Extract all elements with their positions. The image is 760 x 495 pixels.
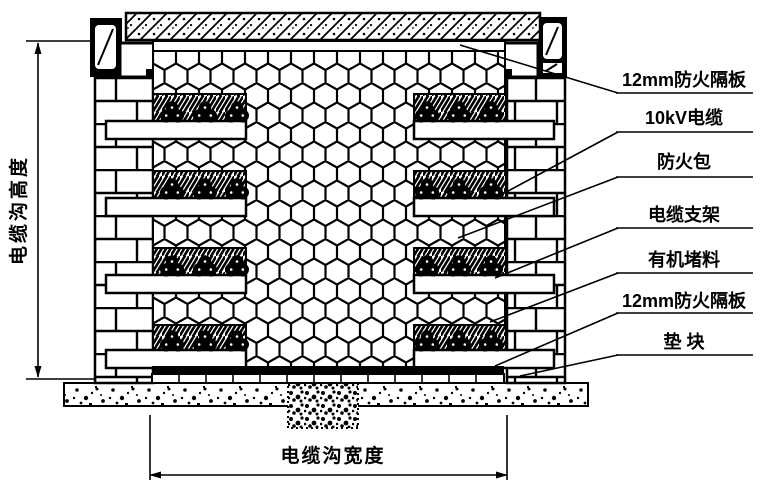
callout-cable-bracket: 电缆支架 <box>648 205 720 225</box>
width-dimension <box>149 415 508 480</box>
trench-cover-slab <box>124 11 542 42</box>
callout-bottom-fireproof-board: 12mm防火隔板 <box>621 291 747 311</box>
right-brick-wall <box>505 75 567 385</box>
callout-10kv-cable: 10kV电缆 <box>644 108 724 128</box>
callout-fireproof-bag: 防火包 <box>657 152 711 172</box>
height-dimension <box>26 40 94 380</box>
callout-pad-block: 垫 块 <box>663 332 705 352</box>
left-edge-angle <box>90 18 157 79</box>
bottom-fireproof-board <box>152 366 504 374</box>
top-fireproof-board <box>152 40 506 52</box>
callout-leaders <box>457 44 753 377</box>
trench-height-dimension-label: 电缆沟高度 <box>9 155 30 266</box>
callout-top-fireproof-board: 12mm防火隔板 <box>621 70 747 90</box>
trench-width-dimension-label: 电缆沟宽度 <box>280 446 386 467</box>
pad-blocks-row <box>151 373 505 384</box>
callout-organic-sealant: 有机堵料 <box>648 250 720 270</box>
center-pad-block <box>287 382 359 429</box>
cable-support-brackets <box>104 119 556 370</box>
